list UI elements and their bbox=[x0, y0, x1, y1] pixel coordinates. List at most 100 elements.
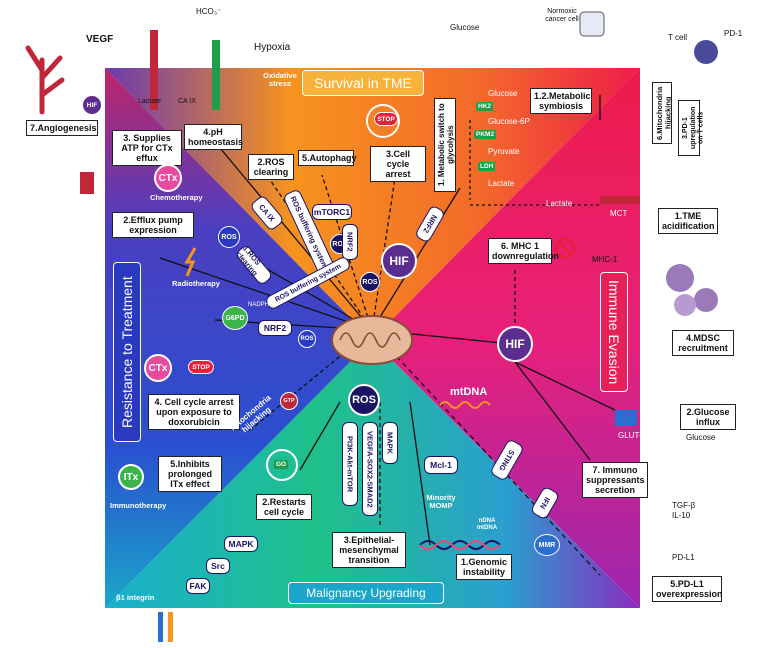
metabolic-symbiosis-box: 1.2.Metabolic symbiosis bbox=[530, 88, 592, 115]
mapk-left-tag: MAPK bbox=[224, 536, 258, 552]
glut1-label: GLUT-1 bbox=[618, 431, 647, 440]
ph-homeostasis-box: 4.pH homeostasis bbox=[184, 124, 243, 151]
supplies-atp-box: 3. Supplies ATP for CTx effux bbox=[112, 130, 182, 167]
efflux-pump-label: Efflux pump bbox=[78, 193, 100, 211]
mhc1-downregulation-box: 6. MHC 1 downregulation bbox=[488, 238, 559, 265]
efflux-pump-icon bbox=[80, 172, 94, 194]
lactate-mct-label: Lactate bbox=[546, 199, 573, 208]
pdl1-overexpression-box: 5.PD-L1 overexpression bbox=[652, 576, 723, 603]
ros-bottom-pill: ROS bbox=[348, 384, 380, 416]
il10-label: IL-10 bbox=[672, 511, 691, 520]
radiotherapy-label: Radiotherapy bbox=[172, 279, 220, 288]
mdsc-cell-icon bbox=[666, 264, 694, 292]
efflux-pump-box: 2.Efflux pump expression bbox=[112, 212, 194, 239]
integrin-icon bbox=[158, 612, 163, 642]
vegf-label: VEGF bbox=[86, 34, 114, 45]
glyco-glucose: Glucose bbox=[488, 89, 518, 98]
quadrant-title-resistance: Resistance to Treatment bbox=[113, 262, 141, 442]
t-cell-icon bbox=[694, 40, 718, 64]
hk2-tag: HK2 bbox=[476, 102, 494, 111]
t-cell-label: T cell bbox=[668, 33, 687, 42]
glucose-influx-box: 2.Glucose influx bbox=[680, 404, 736, 431]
pdl1-label: PD-L1 bbox=[672, 553, 695, 562]
genomic-instability-box: 1.Genomic instability bbox=[456, 554, 512, 581]
restarts-cell-cycle-box: 2.Restarts cell cycle bbox=[256, 494, 312, 521]
stop-top: STOP bbox=[374, 112, 398, 126]
mhc1-label: MHC-1 bbox=[592, 255, 618, 264]
nrf2-left-tag: NRF2 bbox=[258, 320, 292, 336]
angiogenesis-box: 7.Angiogenesis bbox=[26, 120, 98, 137]
quadrant-title-survival: Survival in TME bbox=[302, 70, 424, 96]
glut1-icon bbox=[615, 410, 637, 426]
tgfb-label: TGF-β bbox=[672, 501, 696, 510]
quadrant-title-immune: Immune Evasion bbox=[600, 272, 628, 392]
immuno-suppressants-box: 7. Immuno suppressants secretion bbox=[582, 462, 648, 499]
pi3k-tag: PI3K-Akt-mTOR bbox=[342, 422, 358, 506]
radiotherapy-bolt-icon bbox=[184, 247, 197, 277]
glyco-lactate: Lactate bbox=[488, 179, 515, 188]
ros-left-pill: ROS bbox=[218, 226, 240, 248]
pkm2-tag: PKM2 bbox=[474, 130, 497, 139]
vegfa-tag: VEGFA-SOX2-SMAD2 bbox=[362, 422, 378, 516]
ros-pill-top-b: ROS bbox=[360, 272, 380, 292]
hif-angio-pill: HIF bbox=[82, 95, 102, 115]
normoxic-label: Normoxic cancer cell bbox=[545, 8, 579, 23]
oxidative-stress-label: Oxidative stress bbox=[263, 71, 297, 89]
tme-acidification-box: 1.TME acidification bbox=[658, 208, 718, 235]
mtorc1-tag: mTORC1 bbox=[312, 204, 352, 220]
center-arrows bbox=[159, 95, 616, 576]
mcl1-tag: Mcl-1 bbox=[424, 456, 458, 474]
mtdna-label: mtDNA bbox=[450, 386, 488, 398]
hco3-label: HCO₃⁻ bbox=[196, 7, 222, 16]
no-sign-icon bbox=[554, 237, 576, 259]
cell-cycle-bottom-icon bbox=[266, 449, 298, 481]
glyco-pyruvate: Pyruvate bbox=[488, 147, 520, 156]
stop-left: STOP bbox=[188, 360, 214, 374]
gtp-pill: GTP bbox=[280, 392, 298, 410]
mito-hijacking-top-box: 6.Mitochondria hijacking bbox=[652, 82, 672, 144]
quadrant-title-malignancy: Malignancy Upgrading bbox=[288, 582, 444, 604]
autophagy-box: 5.Autophagy bbox=[298, 150, 357, 167]
ldh-tag: LDH bbox=[478, 162, 496, 171]
normoxic-cell-icon bbox=[579, 11, 605, 37]
mct-icon bbox=[600, 196, 640, 204]
mmr-pill: MMR bbox=[534, 534, 560, 556]
mdsc-recruitment-box: 4.MDSC recruitment bbox=[672, 330, 734, 357]
hif-top-pill: HIF bbox=[381, 243, 417, 279]
ros-clearing-top-box: 2.ROS clearing bbox=[248, 154, 294, 181]
itx-effect-box: 5.Inhibits prolonged ITx effect bbox=[158, 456, 222, 493]
blood-vessel-icon bbox=[25, 45, 65, 115]
cell-cycle-doxorubicin-box: 4. Cell cycle arrest upon exposure to do… bbox=[148, 394, 240, 431]
mapk-bottom-tag: MAPK bbox=[382, 422, 398, 464]
g6pd-pill: G6PD bbox=[222, 306, 248, 330]
nrf2-tag-top: NRF2 bbox=[342, 224, 358, 260]
cell-cycle-arrest-top-box: 3.Cell cycle arrest bbox=[370, 146, 426, 183]
glucose-top-label: Glucose bbox=[450, 23, 480, 32]
hif-right-pill: HIF bbox=[497, 326, 533, 362]
ca-ix-top-label: CA IX bbox=[178, 98, 196, 105]
src-tag: Src bbox=[206, 558, 230, 574]
ctx-pill-top: CTx bbox=[154, 164, 182, 192]
glucose-right-label: Glucose bbox=[686, 433, 716, 442]
pd1-upregulation-box: 3.PD-1 upregulation on T cells bbox=[678, 100, 705, 156]
ndna-mtdna-label: nDNA mtDNA bbox=[476, 518, 498, 531]
go-tag: GO bbox=[274, 460, 289, 469]
chemotherapy-label: Chemotherapy bbox=[150, 193, 203, 202]
lactate-top-label: Lactate bbox=[138, 98, 161, 105]
pd1-top-label: PD-1 bbox=[724, 29, 743, 38]
lactate-channel-icon bbox=[150, 30, 158, 110]
nadph-label: NADPH bbox=[248, 302, 270, 308]
fak-tag: FAK bbox=[186, 578, 210, 594]
metabolic-switch-box: 1. Metabolic switch to glycolysis bbox=[434, 98, 456, 192]
b1-integrin-label: β1 integrin bbox=[116, 593, 155, 602]
emt-box: 3.Epithelial-mesenchymal transition bbox=[332, 532, 406, 569]
immunotherapy-label: Immunotherapy bbox=[110, 501, 167, 510]
ros-left-small-pill: ROS bbox=[298, 330, 316, 348]
cell-cycle-top-icon bbox=[366, 104, 400, 138]
hco3-channel-icon bbox=[212, 40, 220, 110]
dna-helix-icon bbox=[419, 540, 501, 550]
glyco-g6p: Glucose-6P bbox=[488, 117, 530, 126]
ctx-pill-mid: CTx bbox=[144, 354, 172, 382]
mct-label: MCT bbox=[610, 209, 628, 218]
